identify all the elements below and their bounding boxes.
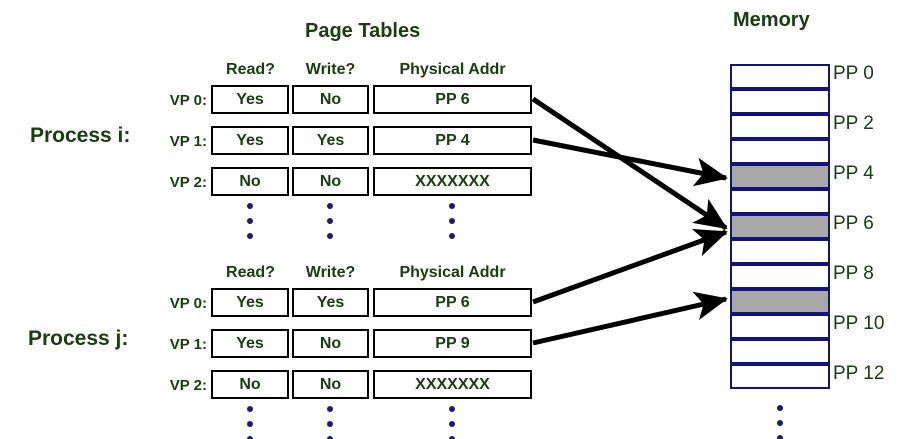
- column-header-read-j: Read?: [226, 264, 275, 281]
- arrow-process-j-vp1-to-pp9: [532, 291, 728, 346]
- pte-addr-j-2[interactable]: XXXXXXX: [373, 370, 532, 399]
- memory-label-pp-2: PP 2: [833, 113, 874, 134]
- column-header-read-i: Read?: [226, 61, 275, 78]
- vp-label-i-2: VP 2:: [169, 174, 207, 191]
- arrow-process-i-vp1-to-pp4: [532, 137, 728, 187]
- process-i-label: Process i:: [30, 124, 131, 147]
- memory-row-4[interactable]: [730, 164, 830, 189]
- memory-row-0[interactable]: [730, 64, 830, 89]
- memory-row-7[interactable]: [730, 239, 830, 264]
- vp-label-j-1: VP 1:: [169, 336, 207, 353]
- pte-read-i-2[interactable]: No: [211, 167, 289, 196]
- pte-write-i-2[interactable]: No: [292, 167, 369, 196]
- memory-row-6[interactable]: [730, 214, 830, 239]
- process-j-label: Process j:: [28, 327, 129, 350]
- memory-row-12[interactable]: [730, 364, 830, 389]
- memory-row-1[interactable]: [730, 89, 830, 114]
- memory-row-9[interactable]: [730, 289, 830, 314]
- column-header-write-i: Write?: [305, 61, 356, 78]
- ellipsis-read-j: [247, 406, 253, 439]
- memory-frame: [730, 64, 830, 389]
- pte-addr-i-1[interactable]: PP 4: [373, 126, 532, 155]
- pte-write-i-0[interactable]: No: [292, 85, 369, 114]
- ellipsis-write-i: [327, 203, 333, 248]
- memory-row-3[interactable]: [730, 139, 830, 164]
- pte-write-i-1[interactable]: Yes: [292, 126, 369, 155]
- memory-label-pp-12: PP 12: [833, 363, 885, 384]
- memory-label-pp-4: PP 4: [833, 163, 874, 184]
- pte-write-j-0[interactable]: Yes: [292, 288, 369, 317]
- memory-row-8[interactable]: [730, 264, 830, 289]
- pte-addr-j-0[interactable]: PP 6: [373, 288, 532, 317]
- pte-read-j-0[interactable]: Yes: [211, 288, 289, 317]
- vp-label-i-1: VP 1:: [169, 133, 207, 150]
- memory-label-pp-6: PP 6: [833, 213, 874, 234]
- vp-label-j-2: VP 2:: [169, 377, 207, 394]
- memory-label-pp-8: PP 8: [833, 263, 874, 284]
- column-header-write-j: Write?: [305, 264, 356, 281]
- memory-label-pp-0: PP 0: [833, 63, 874, 84]
- ellipsis-write-j: [327, 406, 333, 439]
- pte-read-j-1[interactable]: Yes: [211, 329, 289, 358]
- ellipsis-addr-i: [449, 203, 455, 248]
- pte-write-j-2[interactable]: No: [292, 370, 369, 399]
- vp-label-j-0: VP 0:: [169, 295, 207, 312]
- ellipsis-read-i: [247, 203, 253, 248]
- memory-row-2[interactable]: [730, 114, 830, 139]
- pte-write-j-1[interactable]: No: [292, 329, 369, 358]
- pte-read-i-0[interactable]: Yes: [211, 85, 289, 114]
- arrow-process-i-vp0-to-pp6: [531, 96, 728, 231]
- page-tables-title: Page Tables: [305, 20, 421, 42]
- pte-addr-i-0[interactable]: PP 6: [373, 85, 532, 114]
- pte-read-j-2[interactable]: No: [211, 370, 289, 399]
- memory-label-pp-10: PP 10: [833, 313, 885, 334]
- pte-addr-j-1[interactable]: PP 9: [373, 329, 532, 358]
- arrow-process-j-vp0-to-pp6: [532, 228, 728, 305]
- memory-title: Memory: [733, 9, 810, 31]
- column-header-physical-addr-i: Physical Addr: [399, 61, 506, 78]
- vp-label-i-0: VP 0:: [169, 92, 207, 109]
- memory-row-11[interactable]: [730, 339, 830, 364]
- column-header-physical-addr-j: Physical Addr: [399, 264, 506, 281]
- pte-read-i-1[interactable]: Yes: [211, 126, 289, 155]
- memory-row-10[interactable]: [730, 314, 830, 339]
- ellipsis-memory: [777, 405, 783, 439]
- memory-row-5[interactable]: [730, 189, 830, 214]
- ellipsis-addr-j: [449, 406, 455, 439]
- pte-addr-i-2[interactable]: XXXXXXX: [373, 167, 532, 196]
